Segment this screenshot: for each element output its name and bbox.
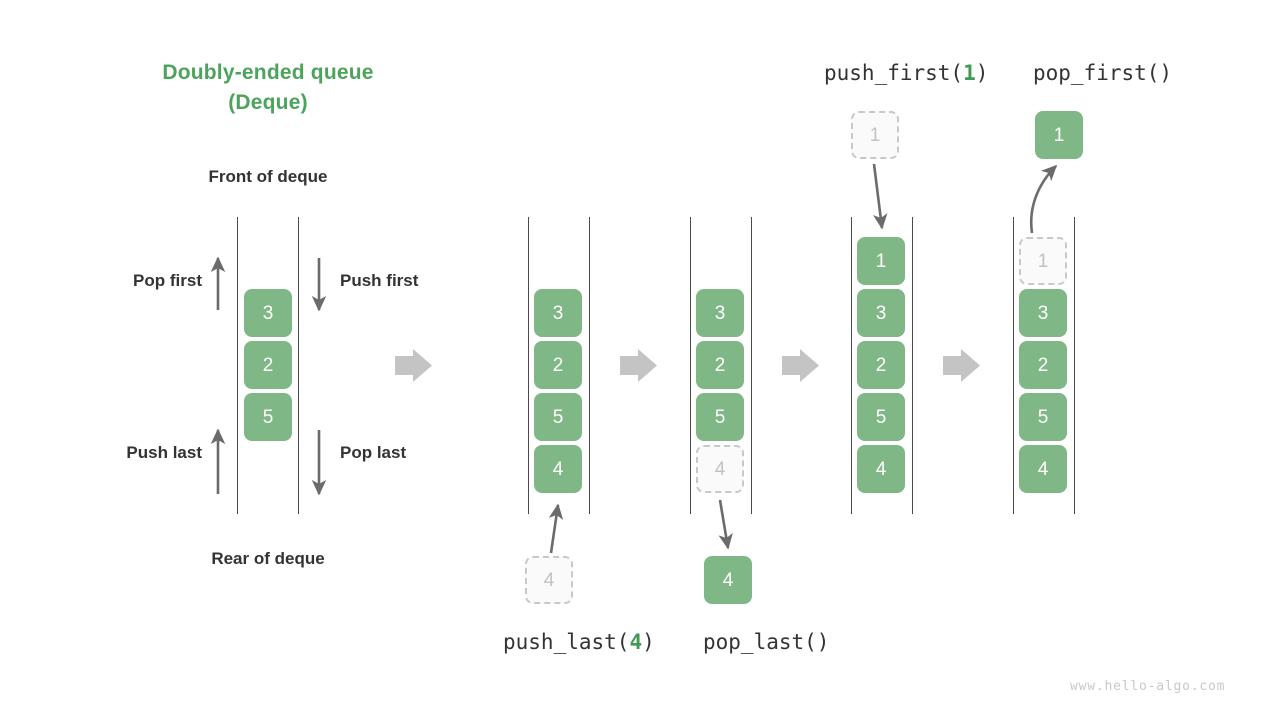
step-arrow-icon-3 [782, 349, 819, 382]
push-first-flow-arrow-icon [872, 163, 888, 230]
front-of-deque-label: Front of deque [208, 167, 328, 186]
title-line-1: Doubly-ended queue [162, 61, 374, 84]
cell-value: 3 [1037, 302, 1049, 324]
cell-value: 1 [1053, 124, 1065, 146]
deque-cell: 5 [534, 393, 582, 441]
pop-first-result-cell: 1 [1035, 111, 1083, 159]
deque-cell: 4 [857, 445, 905, 493]
pop-last-fn: pop_last() [703, 630, 830, 654]
pop-last-label: Pop last [340, 443, 407, 462]
pop-last-result-cell: 4 [704, 556, 752, 604]
step-arrow-icon-1 [395, 349, 432, 382]
cell-value: 4 [552, 458, 564, 480]
cell-value: 4 [875, 458, 887, 480]
deque-cell: 1 [857, 237, 905, 285]
push-last-fn: push_last( [503, 630, 630, 654]
cell-value: 2 [875, 354, 887, 376]
pop-last-flow-arrow-icon [718, 499, 733, 550]
cell-value: 2 [552, 354, 564, 376]
cell-value: 3 [875, 302, 887, 324]
cell-value: 2 [714, 354, 726, 376]
push-last-caption: push_last(4) [503, 629, 655, 655]
cell-value: 5 [714, 406, 726, 428]
panel-rail-left-2 [528, 217, 529, 514]
watermark: www.hello-algo.com [1070, 679, 1226, 694]
pop-first-fn: pop_first() [1033, 61, 1173, 85]
cell-value: 2 [262, 354, 274, 376]
push-first-close: ) [975, 61, 989, 85]
panel-rail-right-1 [298, 217, 299, 514]
panel-rail-left-5 [1013, 217, 1014, 514]
rear-of-deque-label: Rear of deque [211, 549, 325, 568]
deque-cell: 3 [696, 289, 744, 337]
cell-value: 5 [262, 406, 274, 428]
pop-last-caption: pop_last() [703, 629, 829, 655]
page-title: Doubly-ended queue (Deque) [147, 58, 389, 118]
cell-value: 4 [1037, 458, 1049, 480]
deque-cell-ghost: 1 [1019, 237, 1067, 285]
cell-value: 3 [552, 302, 564, 324]
deque-cell: 3 [1019, 289, 1067, 337]
deque-cell: 5 [857, 393, 905, 441]
cell-value: 3 [714, 302, 726, 324]
panel-rail-left-1 [237, 217, 238, 514]
deque-cell: 2 [857, 341, 905, 389]
deque-cell: 2 [244, 341, 292, 389]
cell-value: 1 [869, 124, 881, 146]
cell-value: 5 [1037, 406, 1049, 428]
pop-first-caption: pop_first() [1033, 60, 1172, 86]
push-last-close: ) [642, 630, 655, 654]
step-arrow-icon-2 [620, 349, 657, 382]
cell-value: 2 [1037, 354, 1049, 376]
push-first-label: Push first [340, 271, 419, 290]
cell-value: 4 [543, 569, 555, 591]
deque-cell: 4 [534, 445, 582, 493]
step-arrow-icon-4 [943, 349, 980, 382]
push-first-source-cell: 1 [851, 111, 899, 159]
push-last-arg: 4 [629, 630, 643, 654]
deque-cell: 2 [696, 341, 744, 389]
pop-first-label: Pop first [133, 271, 202, 290]
panel-rail-right-4 [912, 217, 913, 514]
push-last-flow-arrow-icon [548, 503, 564, 554]
deque-cell: 3 [244, 289, 292, 337]
pop-first-flow-arrow-icon [1029, 164, 1058, 234]
panel-rail-right-2 [589, 217, 590, 514]
title-line-2: (Deque) [228, 91, 308, 114]
push-first-fn: push_first( [824, 61, 964, 85]
push-last-source-cell: 4 [525, 556, 573, 604]
deque-cell: 5 [244, 393, 292, 441]
deque-cell: 2 [1019, 341, 1067, 389]
deque-cell-ghost: 4 [696, 445, 744, 493]
cell-value: 4 [714, 458, 726, 480]
deque-cell: 5 [1019, 393, 1067, 441]
deque-cell: 2 [534, 341, 582, 389]
push-last-label: Push last [126, 443, 202, 462]
deque-cell: 3 [534, 289, 582, 337]
panel-rail-right-5 [1074, 217, 1075, 514]
push-first-arg: 1 [963, 61, 976, 85]
cell-value: 5 [552, 406, 564, 428]
deque-cell: 3 [857, 289, 905, 337]
cell-value: 1 [1037, 250, 1049, 272]
cell-value: 4 [722, 569, 734, 591]
deque-cell: 4 [1019, 445, 1067, 493]
push-first-caption: push_first(1) [824, 60, 988, 86]
cell-value: 1 [875, 250, 887, 272]
panel-rail-left-4 [851, 217, 852, 514]
cell-value: 5 [875, 406, 887, 428]
cell-value: 3 [262, 302, 274, 324]
panel-rail-left-3 [690, 217, 691, 514]
panel-rail-right-3 [751, 217, 752, 514]
deque-cell: 5 [696, 393, 744, 441]
